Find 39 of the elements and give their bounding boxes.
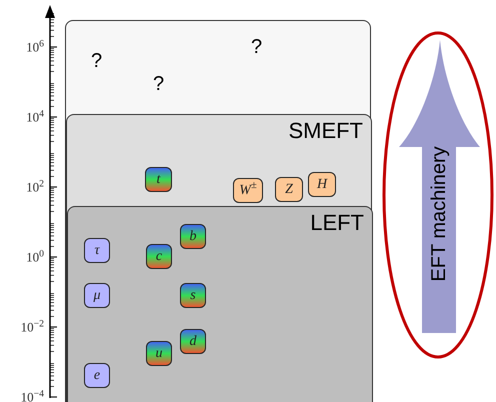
particle-symbol: e xyxy=(94,368,100,382)
quark-tile xyxy=(145,167,172,192)
boson-tile xyxy=(233,178,263,203)
lepton-tile xyxy=(84,283,110,308)
quark-tile xyxy=(146,341,172,366)
energy-region-panel xyxy=(65,20,371,402)
axis-tick-label: 10$^{−4}$ xyxy=(20,390,44,402)
question-mark: ? xyxy=(91,51,102,71)
particle-symbol: τ xyxy=(94,244,100,258)
quark-tile xyxy=(180,224,206,249)
quark-tile xyxy=(180,329,206,354)
axis-tick-label: 10$^{6}$ xyxy=(26,40,44,54)
quark-tile xyxy=(180,283,206,308)
particle-symbol: t xyxy=(156,172,160,186)
particle-symbol: u xyxy=(156,346,162,360)
axis-tick-label: 10$^{2}$ xyxy=(26,180,44,194)
axis-tick-label: 10$^{4}$ xyxy=(26,110,44,124)
particle-symbol: H xyxy=(316,178,328,192)
lepton-tile xyxy=(84,238,110,263)
lepton-tile xyxy=(84,363,110,388)
particle-symbol: d xyxy=(190,334,196,348)
particle-symbol: Z xyxy=(285,182,293,196)
boson-tile xyxy=(275,177,303,202)
particle-symbol: c xyxy=(156,250,162,264)
axis-tick-label: 10$^{0}$ xyxy=(26,250,44,264)
left-region-panel xyxy=(67,206,373,402)
particle-symbol: b xyxy=(190,230,196,244)
axis-tick-label: 10$^{−2}$ xyxy=(20,320,44,334)
arrow-label: EFT machinery xyxy=(429,146,449,282)
region-title: SMEFT xyxy=(288,120,363,142)
question-mark: ? xyxy=(251,37,262,57)
smeft-region-panel xyxy=(66,114,372,402)
question-mark: ? xyxy=(153,74,164,94)
particle-symbol: W$^{±}$ xyxy=(239,184,257,198)
particle-symbol: μ xyxy=(93,288,101,302)
boson-tile xyxy=(308,172,336,197)
region-title: LEFT xyxy=(310,212,364,234)
particle-symbol: s xyxy=(190,288,196,302)
quark-tile xyxy=(146,244,172,269)
